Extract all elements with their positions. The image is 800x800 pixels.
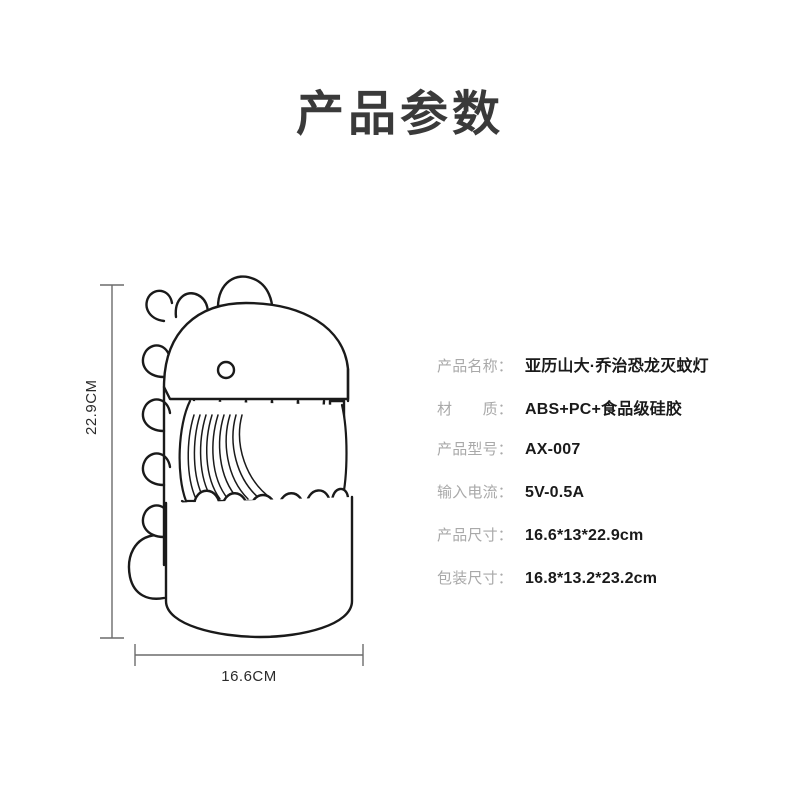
spec-row: 产品型号： AX-007 (437, 438, 767, 481)
dimension-lines (100, 284, 364, 666)
spec-value-model: AX-007 (525, 441, 581, 458)
page-title: 产品参数 (295, 88, 504, 141)
spec-row: 产品名称： 亚历山大·乔治恐龙灭蚊灯 (437, 352, 767, 395)
back-spike-3 (141, 398, 172, 433)
spec-label-package-size: 包装尺寸： (437, 570, 514, 587)
product-illustration (90, 265, 390, 685)
back-spike-2 (141, 344, 172, 379)
back-spike-4 (141, 452, 172, 487)
dinosaur-body-group (127, 275, 354, 639)
spec-value-material: ABS+PC+食品级硅胶 (525, 401, 683, 418)
spec-value-product-size: 16.6*13*22.9cm (525, 527, 644, 544)
height-dimension-label: 22.9CM (83, 379, 100, 435)
spec-row: 产品尺寸： 16.6*13*22.9cm (437, 524, 767, 567)
spec-row: 输入电流： 5V-0.5A (437, 481, 767, 524)
spec-value-package-size: 16.8*13.2*23.2cm (525, 570, 658, 587)
specification-list: 产品名称： 亚历山大·乔治恐龙灭蚊灯 材 质： ABS+PC+食品级硅胶 产品型… (437, 352, 767, 610)
spec-row: 材 质： ABS+PC+食品级硅胶 (437, 395, 767, 438)
body-cylinder (164, 495, 354, 639)
spec-label-material: 材 质： (437, 401, 514, 418)
tail-shape (127, 533, 166, 600)
spec-label-product-size: 产品尺寸： (437, 527, 514, 544)
eye (216, 360, 236, 380)
head-upper-jaw (162, 301, 350, 401)
spec-value-input-current: 5V-0.5A (525, 484, 585, 501)
dinosaur-lamp-drawing (100, 275, 364, 666)
mouth-cavity (178, 399, 348, 503)
spec-label-model: 产品型号： (437, 441, 514, 458)
spec-label-product-name: 产品名称： (437, 358, 514, 375)
spec-value-product-name: 亚历山大·乔治恐龙灭蚊灯 (525, 358, 709, 375)
width-dimension-label: 16.6CM (221, 668, 277, 685)
spec-row: 包装尺寸： 16.8*13.2*23.2cm (437, 567, 767, 610)
spec-label-input-current: 输入电流： (437, 484, 514, 501)
back-spike-1 (145, 289, 174, 323)
